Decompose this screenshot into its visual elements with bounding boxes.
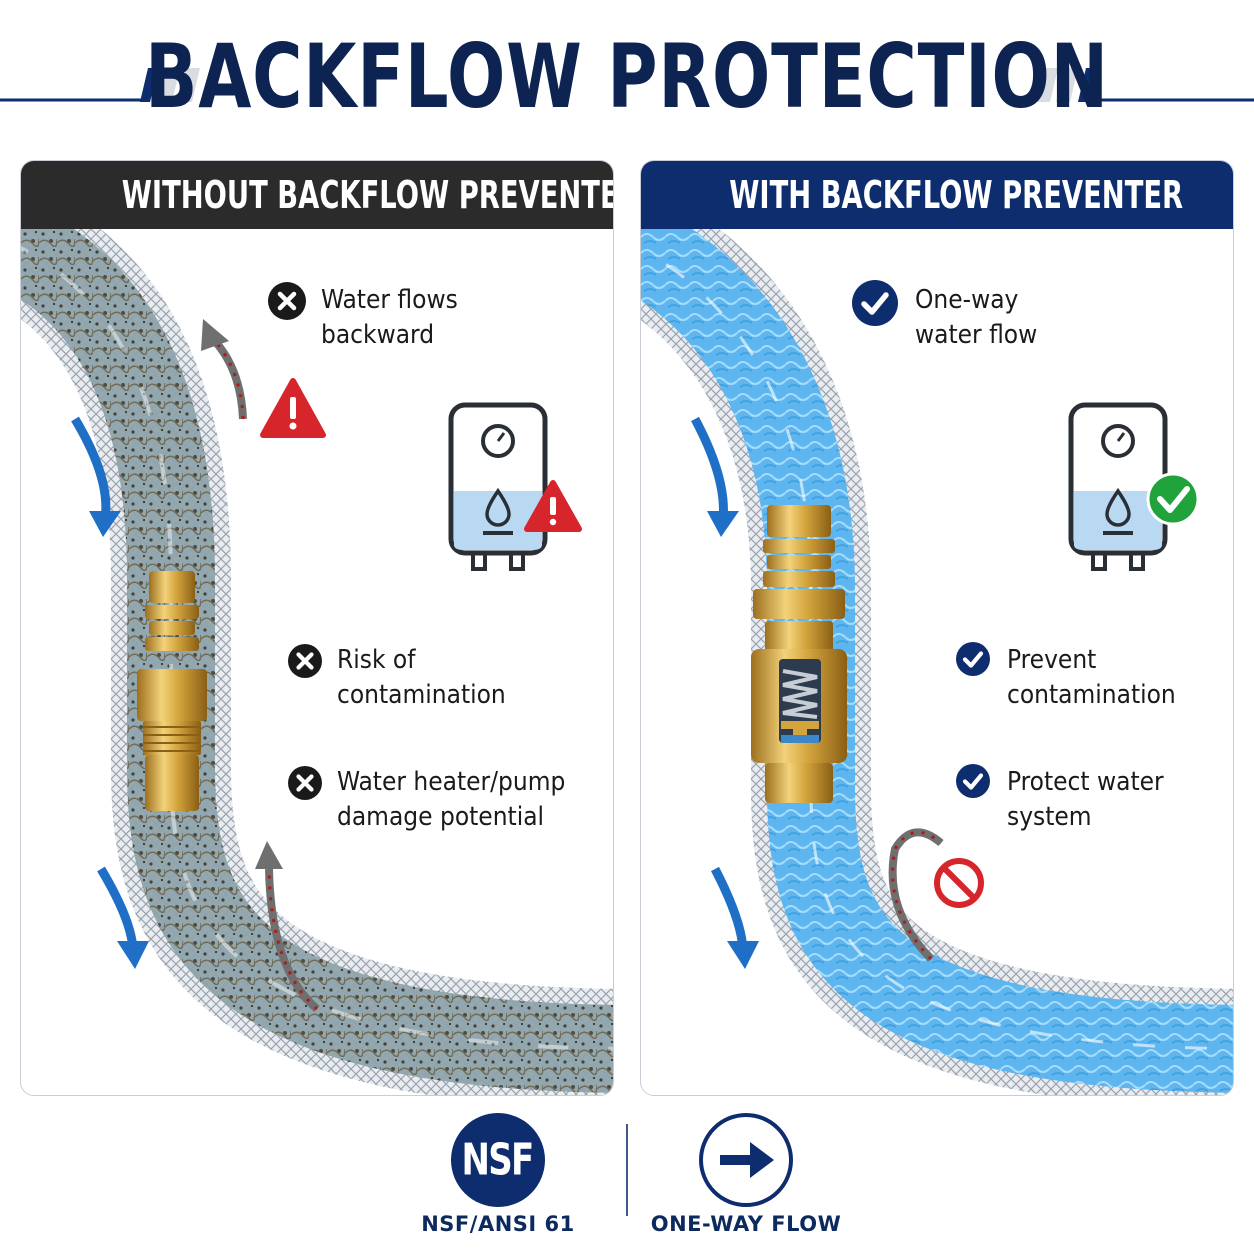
feature-text: Risk of contamination <box>337 645 506 710</box>
check-circle-icon <box>956 642 990 676</box>
nsf-logo: NSF <box>451 1113 545 1207</box>
no-entry-icon <box>934 858 984 908</box>
backflow-arrow-top <box>201 319 247 420</box>
panel-with-preventer: WITH BACKFLOW PREVENTER <box>640 160 1234 1096</box>
panel-header-without-label: WITHOUT BACKFLOW PREVENTER <box>121 173 614 217</box>
backflow-arrow-bottom <box>255 841 320 1013</box>
x-circle-icon <box>288 766 322 800</box>
title-deco-right <box>1036 68 1254 102</box>
page-title: BACKFLOW PROTECTION <box>145 25 1109 128</box>
nsf-logo-text: NSF <box>461 1136 532 1186</box>
panel-header-without: WITHOUT BACKFLOW PREVENTER <box>21 161 613 229</box>
blocked-backflow-arrow <box>888 828 944 962</box>
water-heater-icon <box>448 402 548 571</box>
check-circle-icon <box>956 764 990 798</box>
arrow-right-icon <box>699 1113 793 1207</box>
nsf-label: NSF/ANSI 61 <box>421 1212 575 1236</box>
water-heater-icon <box>1068 402 1168 571</box>
one-way-flow-label: ONE-WAY FLOW <box>650 1212 842 1236</box>
footer-divider <box>626 1124 628 1216</box>
hose-fitting <box>137 571 207 811</box>
panel-without-preventer: WITHOUT BACKFLOW PREVENTER <box>20 160 614 1096</box>
feature-text: Water heater/pump damage potential <box>337 767 566 832</box>
check-circle-icon <box>852 280 898 326</box>
one-way-flow-badge <box>698 1112 794 1208</box>
feature-text: Prevent contamination <box>1007 645 1176 710</box>
heater-check-icon <box>1146 472 1200 526</box>
title-deco-left <box>0 68 200 102</box>
check-valve-fitting <box>751 505 847 803</box>
x-circle-icon <box>288 644 322 678</box>
feature-text: Protect water system <box>1007 767 1164 832</box>
heater-warning-icon <box>524 480 582 532</box>
warning-icon <box>260 378 326 438</box>
feature-text: Water flows backward <box>321 285 458 350</box>
illustration-without <box>21 229 613 1095</box>
flow-arrow-left-top <box>71 416 121 537</box>
panel-header-with-label: WITH BACKFLOW PREVENTER <box>729 173 1184 217</box>
flow-arrow-left-bottom <box>97 866 149 969</box>
panel-header-with: WITH BACKFLOW PREVENTER <box>641 161 1233 229</box>
title-decoration <box>0 68 1254 102</box>
flow-arrow-right-top <box>691 416 739 537</box>
nsf-certification-badge: NSF <box>450 1112 546 1208</box>
flow-arrow-right-bottom <box>711 866 759 969</box>
feature-text: One-way water flow <box>915 285 1038 350</box>
x-circle-icon <box>268 282 306 320</box>
illustration-with <box>641 229 1233 1095</box>
